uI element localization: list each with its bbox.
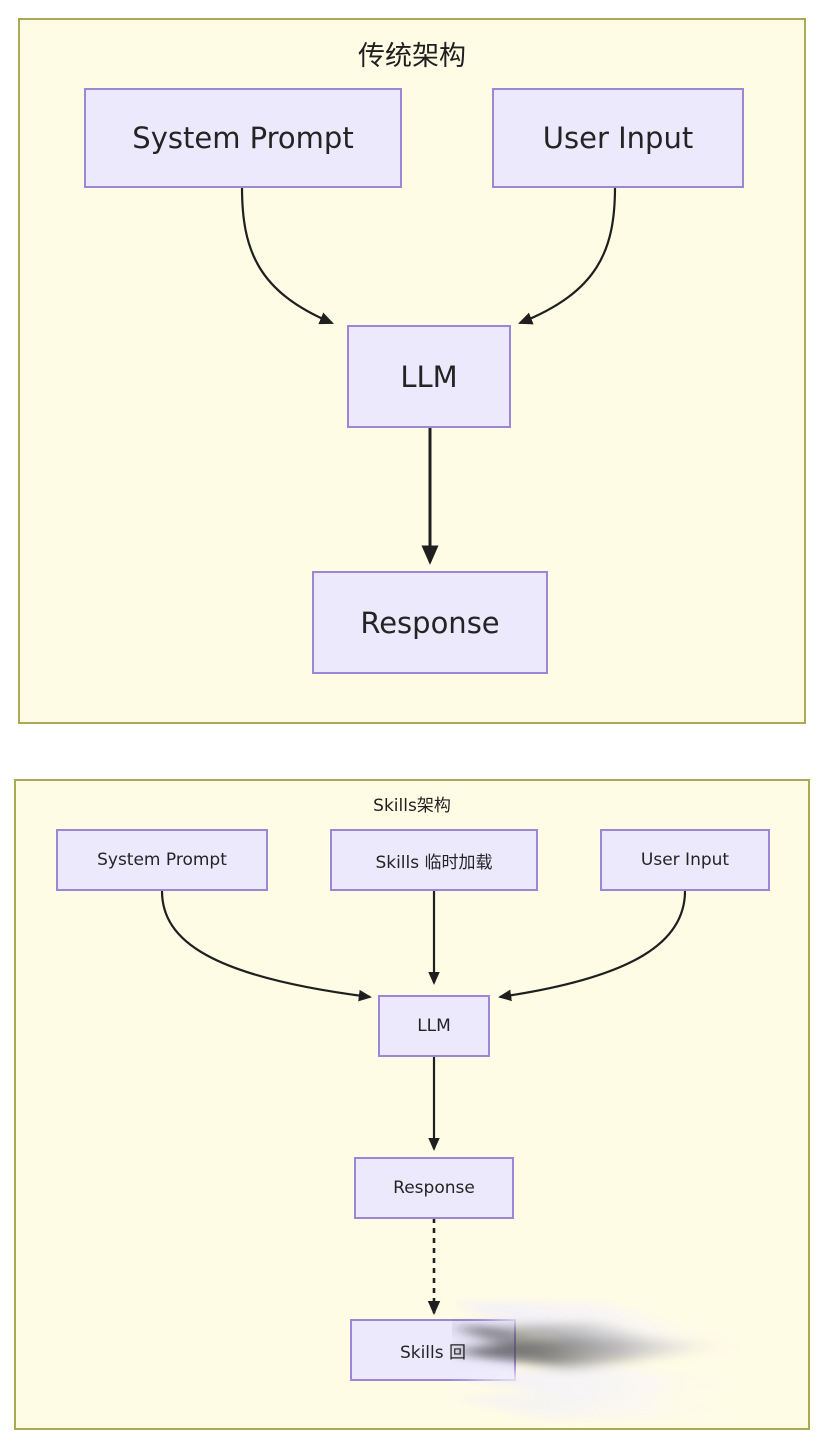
node-label: LLM: [417, 1016, 451, 1036]
edge-sysprompt2-to-llm2: [160, 890, 372, 1002]
node-user-input-2[interactable]: User Input: [600, 829, 770, 891]
node-response-2[interactable]: Response: [354, 1157, 514, 1219]
panel-title-skills: Skills架构: [373, 796, 451, 816]
node-skills-feedback[interactable]: Skills 回: [350, 1319, 516, 1381]
node-label: Skills 回: [399, 1342, 467, 1363]
node-response[interactable]: Response: [312, 571, 548, 674]
node-system-prompt-2[interactable]: System Prompt: [56, 829, 268, 891]
node-label: Response: [360, 605, 500, 640]
node-label: System Prompt: [97, 850, 227, 870]
node-llm[interactable]: LLM: [347, 325, 511, 428]
node-label: Response: [393, 1178, 475, 1198]
panel-title-traditional: 传统架构: [358, 41, 466, 72]
node-label: User Input: [542, 121, 694, 155]
node-label: Skills 临时加载: [375, 852, 493, 873]
node-skills-temporary-load[interactable]: Skills 临时加载: [330, 829, 538, 891]
node-system-prompt[interactable]: System Prompt: [84, 88, 402, 188]
node-llm-2[interactable]: LLM: [378, 995, 490, 1057]
edge-userinput-to-llm: [518, 186, 617, 325]
node-label: User Input: [640, 850, 730, 870]
diagram-panel-skills: Skills架构 System Prompt Skills 临时加载 User …: [14, 779, 810, 1430]
edge-sysprompt-to-llm: [240, 186, 334, 325]
node-label: LLM: [400, 359, 458, 394]
node-user-input[interactable]: User Input: [492, 88, 744, 188]
edge-userinput2-to-llm2: [498, 890, 687, 1002]
node-label: System Prompt: [132, 121, 354, 155]
diagram-panel-traditional: 传统架构 System Prompt User Input LLM Respon…: [18, 18, 806, 724]
